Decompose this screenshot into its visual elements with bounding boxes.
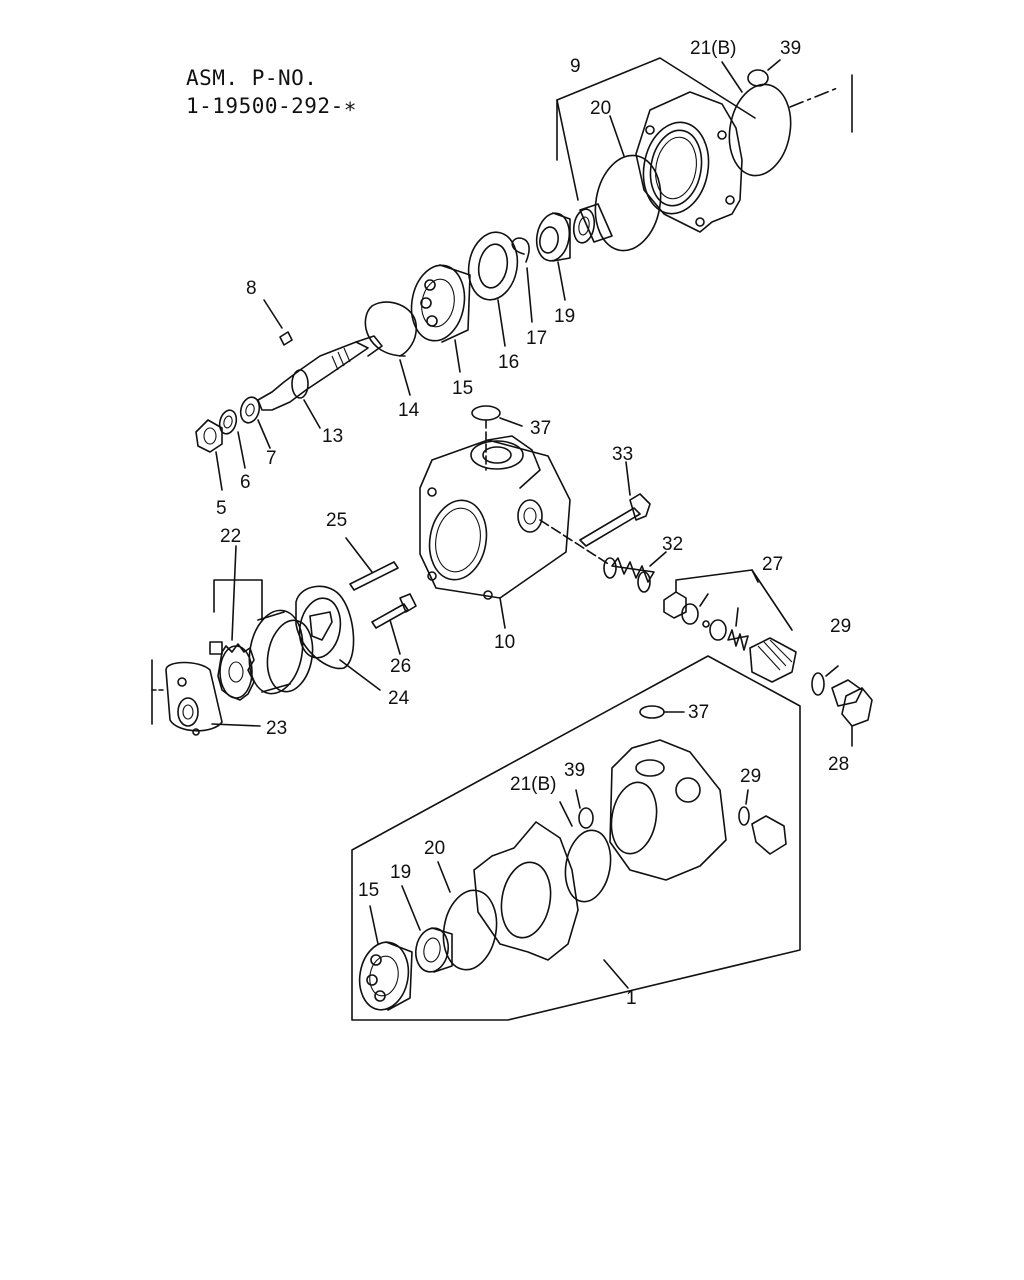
front-cover-lower — [473, 821, 579, 961]
bolt-26 — [371, 593, 417, 655]
bolt-33 — [579, 461, 651, 547]
pump-body-lower — [609, 739, 727, 881]
callout-15-lower: 15 — [358, 880, 379, 901]
pump-body-10 — [419, 435, 571, 629]
front-cover-group — [556, 57, 853, 252]
plug-28 — [831, 679, 873, 747]
callout-39-upper: 39 — [780, 38, 801, 59]
callout-6: 6 — [240, 472, 251, 493]
callout-10: 10 — [494, 632, 515, 653]
gasket-20-lower — [442, 889, 498, 971]
callout-20-upper: 20 — [590, 98, 611, 119]
callout-23: 23 — [266, 718, 287, 739]
end-plate-23 — [165, 661, 261, 736]
assembly-part-number: ASM. P-NO. 1-19500-292-∗ — [186, 64, 357, 120]
bearing-15-upper — [410, 264, 471, 373]
washer-16 — [467, 231, 519, 347]
assembly-number: 1-19500-292-∗ — [186, 94, 357, 118]
gear-group — [151, 537, 417, 736]
callout-22: 22 — [220, 526, 241, 547]
callout-8: 8 — [246, 278, 257, 299]
callout-1: 1 — [626, 988, 637, 1009]
gasket-21b-upper — [728, 83, 792, 177]
callout-28: 28 — [828, 754, 849, 775]
shaft-13 — [257, 335, 383, 429]
side-plate-24 — [295, 585, 381, 691]
snap-ring-17 — [511, 237, 533, 323]
oring-37-lower — [639, 705, 665, 719]
spring-32 — [603, 551, 667, 593]
callout-21b-upper: 21(B) — [690, 38, 736, 59]
callout-32: 32 — [662, 534, 683, 555]
rotor-22 — [209, 641, 255, 701]
gasket-21b-lower — [564, 829, 612, 903]
callout-21b-lower: 21(B) — [510, 774, 556, 795]
bearing-15-lower — [358, 905, 413, 1011]
nut-5 — [195, 419, 223, 491]
callout-27: 27 — [762, 554, 783, 575]
callout-13: 13 — [322, 426, 343, 447]
bearing-19-lower — [401, 885, 453, 973]
bearing-19-upper — [535, 212, 571, 301]
key-8 — [279, 331, 293, 346]
callout-9: 9 — [570, 56, 581, 77]
callout-19-lower: 19 — [390, 862, 411, 883]
relief-valve-27 — [663, 569, 797, 683]
body-group — [419, 405, 873, 747]
callout-16: 16 — [498, 352, 519, 373]
front-cover-housing — [635, 91, 743, 233]
snap-ring-14 — [364, 301, 418, 396]
assembly-label: ASM. P-NO. — [186, 66, 318, 90]
callout-20-lower: 20 — [424, 838, 445, 859]
oring-39-lower — [578, 807, 594, 829]
callout-17: 17 — [526, 328, 547, 349]
callout-39-lower: 39 — [564, 760, 585, 781]
callout-14: 14 — [398, 400, 420, 421]
callout-37-upper: 37 — [530, 418, 551, 439]
oring-29-lower — [738, 806, 750, 826]
lockwasher-6 — [218, 409, 246, 469]
callout-25: 25 — [326, 510, 347, 531]
callout-15-upper: 15 — [452, 378, 473, 399]
callout-33: 33 — [612, 444, 633, 465]
shaft-group — [195, 212, 571, 491]
washer-7 — [239, 396, 271, 449]
pin-25 — [345, 537, 399, 591]
callout-26: 26 — [390, 656, 411, 677]
bushing-9 — [572, 203, 613, 244]
callout-7: 7 — [266, 448, 277, 469]
callout-29-lower: 29 — [740, 766, 761, 787]
callout-19-upper: 19 — [554, 306, 575, 327]
oring-29-upper — [811, 672, 825, 696]
callout-24: 24 — [388, 688, 410, 709]
oring-37-upper — [471, 405, 501, 421]
assembly-1-box — [351, 655, 801, 1021]
plug-lower — [751, 815, 787, 855]
callout-29-upper: 29 — [830, 616, 851, 637]
callout-5: 5 — [216, 498, 227, 519]
callout-labels: 9 21(B) 39 20 8 19 17 16 15 14 13 37 7 6… — [216, 38, 851, 1009]
callout-37-lower: 37 — [688, 702, 709, 723]
